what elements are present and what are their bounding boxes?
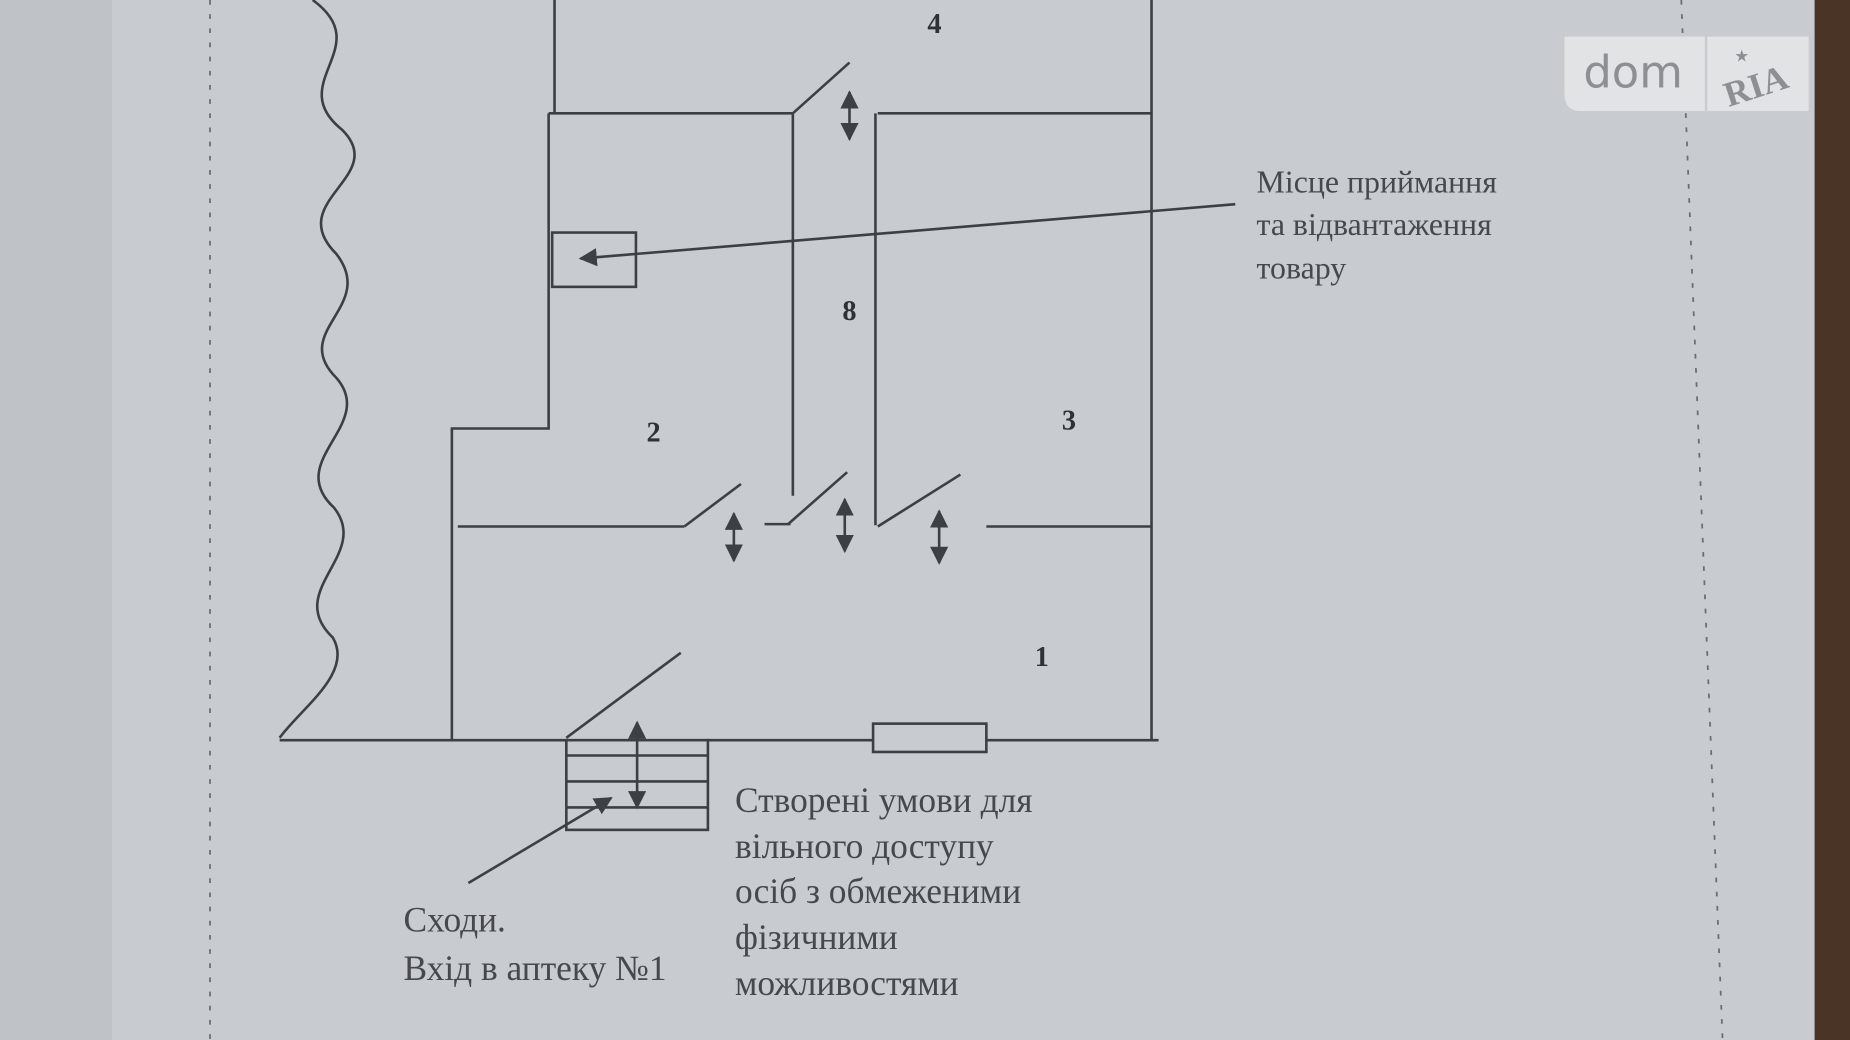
svg-text:Сходи.: Сходи. xyxy=(404,899,506,939)
callout-access: Створені умови для вільного доступу осіб… xyxy=(735,780,1032,1003)
leader-stairs xyxy=(467,796,613,885)
left-page-margin xyxy=(0,0,113,1040)
svg-text:товару: товару xyxy=(1257,251,1347,286)
svg-text:та відвантаження: та відвантаження xyxy=(1257,207,1493,242)
leader-receiving xyxy=(578,202,1236,267)
svg-text:Вхід в аптеку №1: Вхід в аптеку №1 xyxy=(404,948,667,988)
dotted-margin-right xyxy=(1680,0,1724,1040)
room-2-label: 2 xyxy=(647,417,661,448)
svg-text:можливостями: можливостями xyxy=(735,963,959,1003)
room-8-label: 8 xyxy=(842,296,856,327)
callout-stairs: Сходи. Вхід в аптеку №1 xyxy=(404,899,667,987)
callout-receiving: Місце приймання та відвантаження товару xyxy=(1257,164,1498,285)
break-line xyxy=(278,0,356,739)
room-3-label: 3 xyxy=(1062,406,1076,437)
door-arrows xyxy=(628,90,949,810)
walls xyxy=(279,0,1159,754)
svg-text:Створені умови для: Створені умови для xyxy=(735,780,1032,820)
svg-text:фізичними: фізичними xyxy=(735,917,898,957)
doors xyxy=(565,61,962,739)
svg-text:вільного доступу: вільного доступу xyxy=(735,826,994,866)
svg-text:осіб з обмеженими: осіб з обмеженими xyxy=(735,871,1021,911)
svg-text:Місце приймання: Місце приймання xyxy=(1257,164,1498,199)
room-1-label: 1 xyxy=(1035,642,1049,673)
svg-text:dom: dom xyxy=(1583,45,1683,98)
paper-edge xyxy=(1814,0,1850,1040)
domria-watermark: dom RIA ★ xyxy=(1564,36,1809,115)
room-4-label: 4 xyxy=(927,9,941,40)
svg-text:★: ★ xyxy=(1734,46,1749,65)
